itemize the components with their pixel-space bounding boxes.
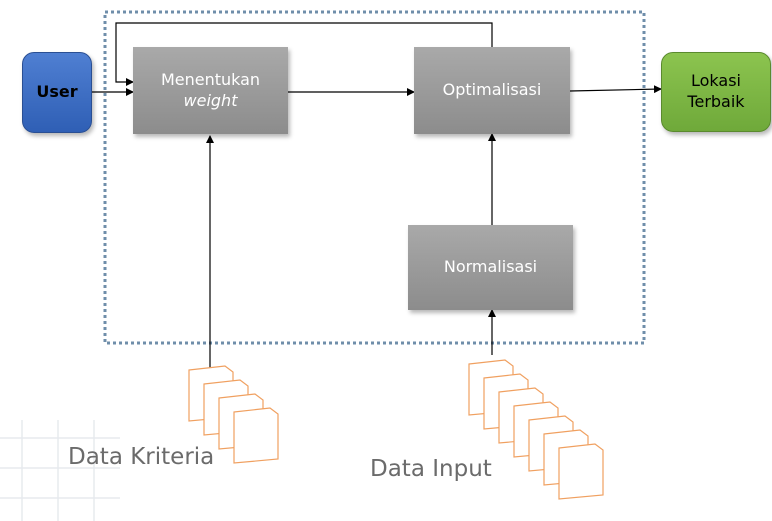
weight-node-line1: Menentukan: [160, 69, 261, 89]
data-kriteria-label: Data Kriteria: [68, 444, 215, 470]
lokasi-line1: Lokasi: [691, 71, 741, 91]
document-sheet: [558, 443, 604, 500]
user-label: User: [36, 82, 78, 102]
arrow-optimalisasi-to-lokasi: [569, 85, 662, 94]
menentukan-weight-node: Menentukan weight: [133, 47, 288, 134]
lokasi-terbaik-node: Lokasi Terbaik: [661, 52, 771, 132]
lokasi-line2: Terbaik: [687, 92, 745, 111]
normalisasi-label: Normalisasi: [443, 257, 538, 277]
document-sheet: [233, 407, 279, 464]
optimalisasi-label: Optimalisasi: [442, 80, 542, 100]
background-grid: [0, 420, 120, 521]
data-input-label: Data Input: [370, 456, 492, 482]
feedback-loop-arrow: [115, 22, 493, 86]
optimalisasi-node: Optimalisasi: [414, 47, 570, 134]
data-input-document-stack: [468, 359, 604, 500]
weight-node-line2: weight: [183, 90, 238, 110]
data-kriteria-document-stack: [188, 365, 279, 464]
normalisasi-node: Normalisasi: [408, 225, 573, 310]
system-boundary: [103, 10, 646, 345]
user-node: User: [22, 52, 92, 133]
